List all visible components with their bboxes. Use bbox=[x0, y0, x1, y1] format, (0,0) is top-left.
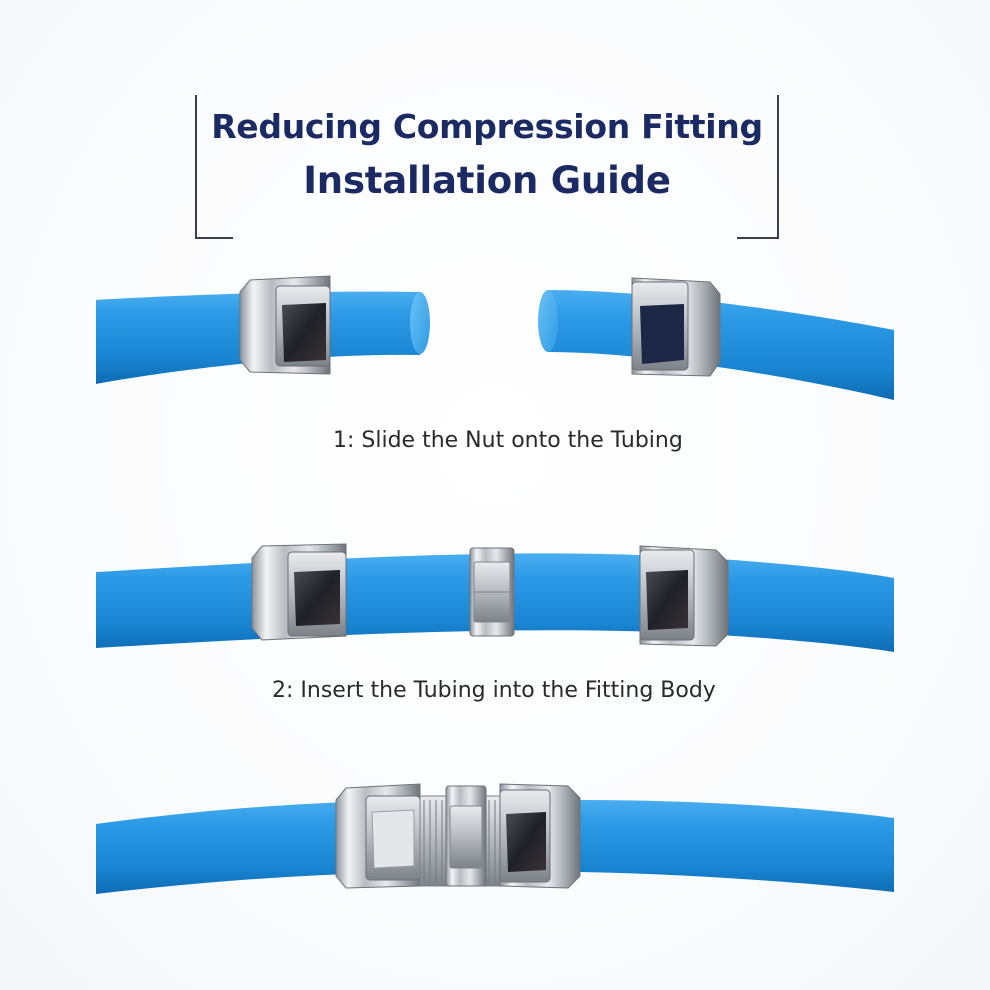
step1-label: 1: Slide the Nut onto the Tubing bbox=[333, 428, 683, 453]
title-frame: Reducing Compression Fitting Installatio… bbox=[195, 95, 779, 239]
step3-illustration bbox=[96, 783, 894, 894]
left-tube-end bbox=[410, 292, 430, 354]
left-nut bbox=[239, 275, 331, 375]
right-tube-end bbox=[538, 290, 558, 352]
right-nut bbox=[631, 277, 721, 377]
frame-right-edge bbox=[777, 95, 779, 239]
step2-illustration bbox=[96, 543, 894, 652]
step2-left-nut bbox=[251, 543, 347, 641]
frame-bottom-right-edge bbox=[737, 237, 779, 239]
step2-label: 2: Insert the Tubing into the Fitting Bo… bbox=[272, 678, 716, 703]
step2-fitting-body bbox=[469, 547, 515, 637]
step3-left-nut bbox=[335, 783, 421, 889]
step2-right-nut bbox=[639, 545, 729, 647]
right-tube bbox=[548, 290, 894, 400]
title-line-1: Reducing Compression Fitting bbox=[211, 107, 763, 146]
frame-bottom-left-edge bbox=[195, 237, 233, 239]
step3-right-nut bbox=[499, 783, 581, 889]
step1-illustration bbox=[96, 275, 894, 400]
frame-left-edge bbox=[195, 95, 197, 239]
step3-center-hex bbox=[445, 785, 487, 887]
title-line-2: Installation Guide bbox=[303, 159, 671, 202]
